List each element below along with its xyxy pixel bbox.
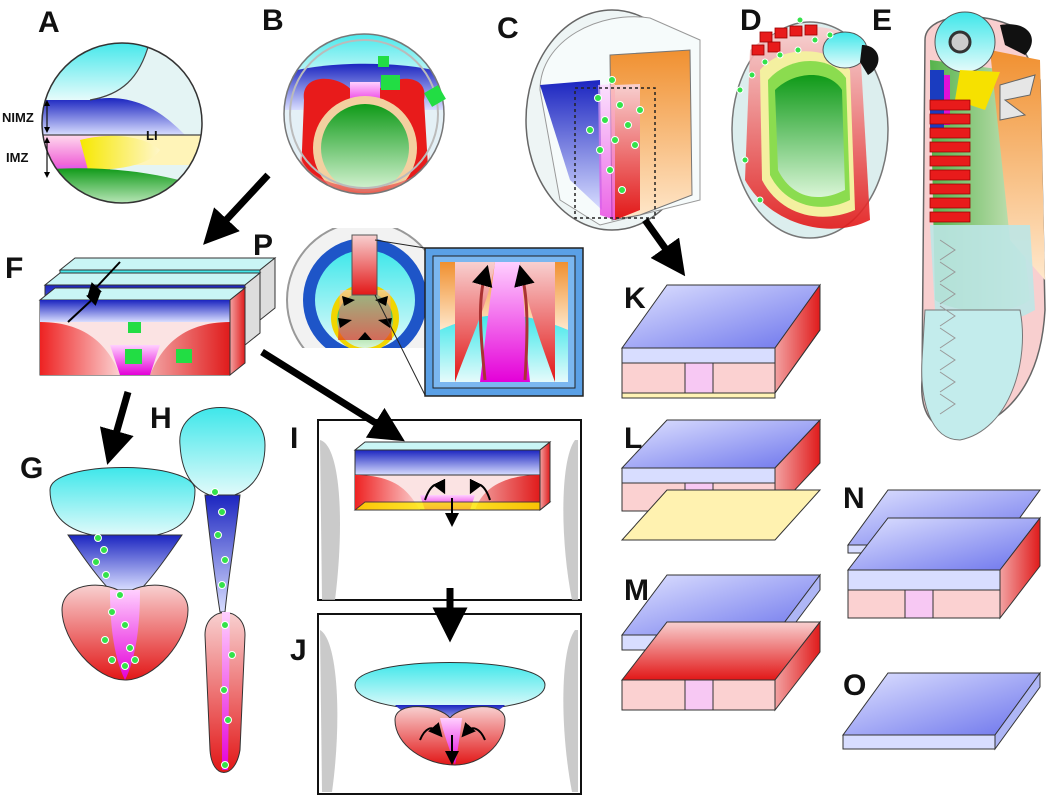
panel-label-o: O: [843, 669, 866, 702]
p-convergence-arrows: [472, 264, 535, 381]
panel-label-n: N: [843, 482, 865, 515]
panel-label-l: L: [624, 422, 642, 455]
panel-f-explant-stack: F: [5, 252, 277, 377]
panel-label-c: C: [497, 12, 519, 45]
panel-m-layered-explant: M: [620, 573, 822, 712]
panel-e-tadpole: E: [872, 4, 1046, 441]
panel-o-single-sheet: O: [842, 669, 1041, 751]
panel-label-d: D: [740, 4, 762, 37]
panel-label-i: I: [290, 422, 298, 455]
panel-label-j: J: [290, 634, 307, 667]
panel-label-a: A: [38, 6, 60, 39]
panel-b-gastrula-dorsal: B: [262, 4, 446, 195]
panel-j-sandwich-explant-later: J: [290, 613, 582, 795]
cell-dots-g: [92, 534, 139, 670]
cell-dots-d: [736, 16, 834, 204]
panel-label-e: E: [872, 4, 892, 37]
panel-d-tailbud-embryo: D: [731, 4, 889, 239]
imz-label: IMZ: [6, 150, 28, 165]
panel-i-sandwich-explant: I: [290, 419, 582, 601]
panel-label-f: F: [5, 252, 23, 285]
flow-arrows: [99, 172, 686, 643]
panel-l-layered-explant: L: [620, 418, 822, 541]
p-inward-arrows: [338, 296, 392, 340]
cell-dots-c: [586, 76, 644, 194]
i-movement-arrows: [424, 478, 491, 527]
panel-label-k: K: [624, 282, 646, 315]
panel-g-explant-elongation: G: [20, 452, 196, 681]
panel-a-gastrula-section: A NIMZ IMZ LI: [2, 6, 203, 204]
panel-label-m: M: [624, 574, 649, 607]
tail-chevrons: [939, 239, 956, 415]
j-movement-arrows: [419, 722, 486, 765]
panel-label-b: B: [262, 4, 284, 37]
panel-h-explant-elongated: H: [150, 402, 266, 773]
panel-label-h: H: [150, 402, 172, 435]
nimz-label: NIMZ: [2, 110, 34, 125]
panel-k-layered-explant: K: [621, 282, 821, 399]
panel-c-neurula: C: [497, 9, 701, 231]
somite-blocks: [929, 99, 971, 223]
li-label: LI: [146, 128, 158, 143]
panel-label-p: P: [253, 229, 273, 262]
panel-label-g: G: [20, 452, 43, 485]
panel-n-layered-explant: N: [843, 482, 1042, 620]
cell-dots-h: [211, 488, 236, 769]
panel-p-cross-section-zoom: P: [253, 228, 584, 397]
